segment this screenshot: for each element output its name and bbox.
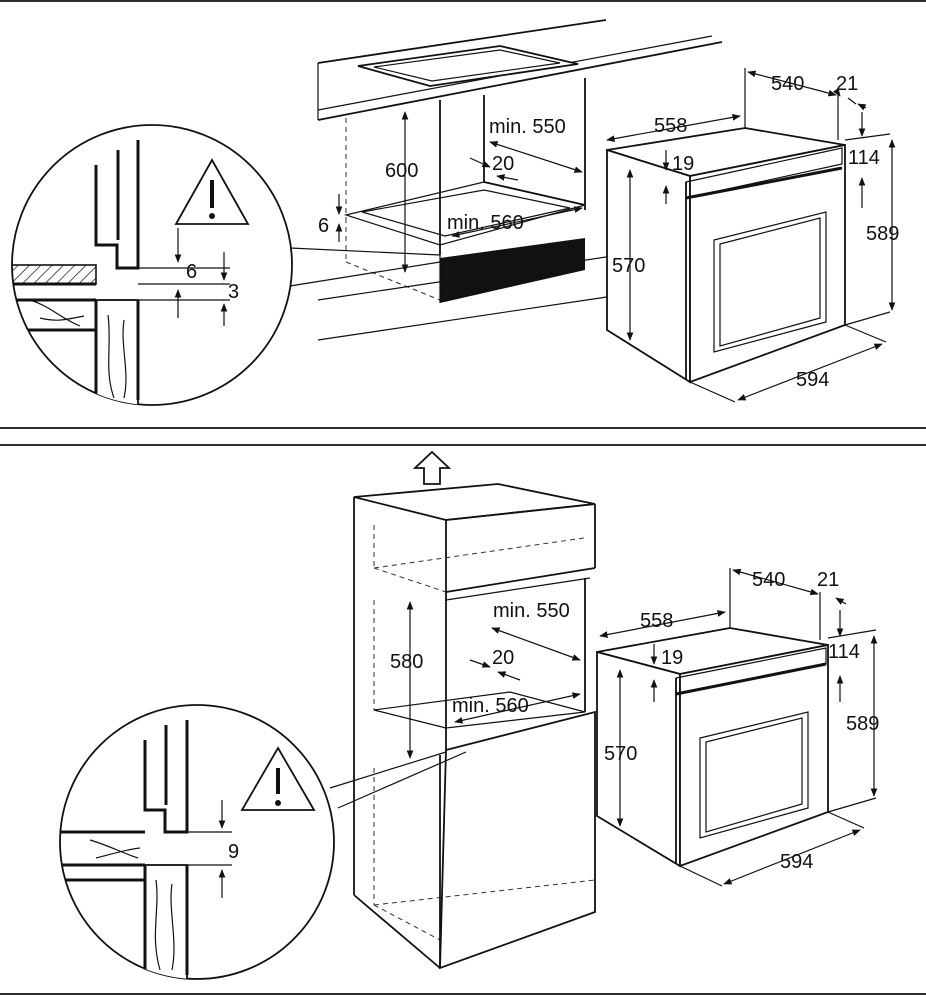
dim-min-550: min. 550	[489, 116, 566, 138]
warning-triangle-icon	[174, 158, 250, 225]
detail-dim-3: 3	[228, 281, 239, 303]
dim-540-b: 540	[752, 569, 785, 591]
detail-leader-bottom	[289, 261, 441, 287]
dim-min-560-b: min. 560	[452, 695, 529, 717]
dim-6-side: 6	[318, 215, 329, 237]
detail-dim-6: 6	[186, 261, 197, 283]
dim-594: 594	[796, 369, 829, 391]
dim-min-550-b: min. 550	[493, 600, 570, 622]
dim-594-b: 594	[780, 851, 813, 873]
cabinet-dimensions-bottom: 580 min. 550 20 min. 560	[390, 600, 581, 759]
detail-leader-b1	[329, 751, 447, 789]
warning-triangle-icon	[240, 746, 316, 811]
detail-leader-b2	[337, 751, 467, 809]
detail-dim-9: 9	[228, 841, 239, 863]
tall-cabinet	[353, 483, 596, 970]
dim-589-b: 589	[846, 713, 879, 735]
detail-circle-top: 6 3	[11, 124, 293, 406]
dim-114: 114	[848, 147, 880, 169]
dim-558-b: 558	[640, 610, 673, 632]
cabinet-dimensions: 600 min. 550 20 min. 560 6	[318, 111, 583, 273]
oven-dimensions-top: 540 21 558 19 114 589 570 594	[606, 68, 899, 403]
dim-540: 540	[771, 73, 804, 95]
top-panel: 600 min. 550 20 min. 560 6	[11, 19, 899, 406]
oven-dimensions-bottom: 540 21 558 19 114 589 570 594	[599, 568, 879, 887]
dim-570-b: 570	[604, 743, 637, 765]
dim-20: 20	[492, 153, 514, 175]
dim-580: 580	[390, 651, 423, 673]
detail-leader-top	[289, 247, 441, 256]
up-arrow-icon	[412, 450, 452, 485]
dim-20-b: 20	[492, 647, 514, 669]
dim-600: 600	[385, 160, 418, 182]
dim-589: 589	[866, 223, 899, 245]
detail-circle-bottom: 9	[59, 704, 335, 980]
dim-114-b: 114	[828, 641, 860, 663]
dim-558: 558	[654, 115, 687, 137]
dim-19: 19	[672, 153, 694, 175]
dim-21: 21	[836, 73, 858, 95]
worktop	[317, 19, 723, 121]
dim-19-b: 19	[661, 647, 683, 669]
dim-min-560: min. 560	[447, 212, 524, 234]
dim-570: 570	[612, 255, 645, 277]
bottom-panel: 580 min. 550 20 min. 560	[59, 450, 879, 980]
dim-21-b: 21	[817, 569, 839, 591]
